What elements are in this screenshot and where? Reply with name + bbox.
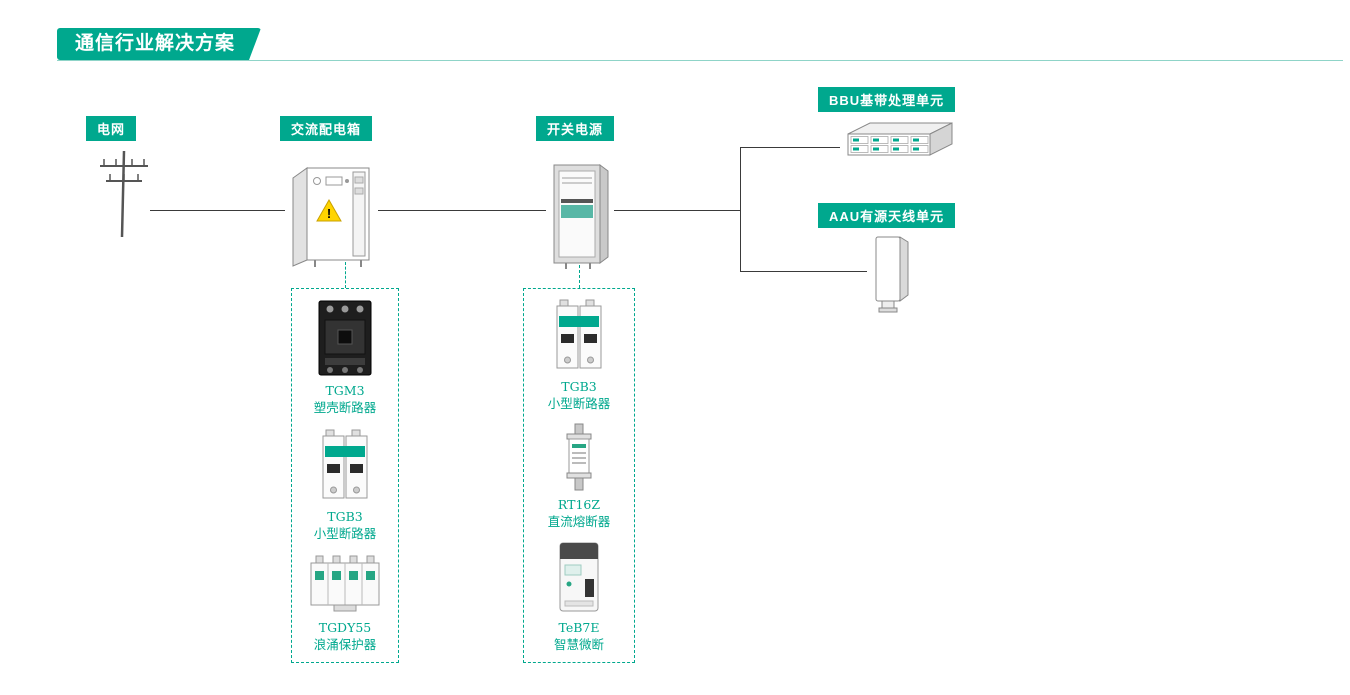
branch-vertical-line xyxy=(740,147,741,272)
node-label-grid: 电网 xyxy=(86,116,137,141)
title-underline xyxy=(57,60,1343,61)
tgb3-mcb-image xyxy=(556,299,602,369)
rt16z-fuse-image xyxy=(566,423,592,491)
connector-power-to-branch xyxy=(614,210,741,211)
product-model: TGDY55 xyxy=(318,620,372,636)
connector-branch-to-bbu xyxy=(740,147,840,148)
product-panel-switching-power: TGB3 小型断路器 RT16Z 直流熔断器 xyxy=(523,288,635,663)
product-item-tgdy55: TGDY55 浪涌保护器 xyxy=(308,553,382,654)
product-model: TGM3 xyxy=(325,383,365,398)
tgm3-mccb-image xyxy=(318,300,372,376)
switching-power-cabinet-icon xyxy=(553,164,609,269)
dashed-connector-power xyxy=(579,265,580,288)
product-name: 直流熔断器 xyxy=(547,513,611,529)
product-item-teb7e: TeB7E 智慧微断 xyxy=(553,539,605,654)
product-name: 浪涌保护器 xyxy=(313,637,377,653)
product-model: TGB3 xyxy=(561,379,597,394)
product-item-tgb3-dc: TGB3 小型断路器 xyxy=(547,298,611,413)
product-name: 小型断路器 xyxy=(547,395,611,411)
product-model: TGB3 xyxy=(327,508,363,524)
product-model: RT16Z xyxy=(557,496,601,512)
node-label-switching-power: 开关电源 xyxy=(536,116,615,141)
product-name: 智慧微断 xyxy=(553,637,604,653)
connector-branch-to-aau xyxy=(740,271,867,272)
product-name: 小型断路器 xyxy=(313,525,377,541)
product-item-tgb3: TGB3 小型断路器 xyxy=(313,428,377,543)
dashed-connector-distribution xyxy=(345,262,346,288)
tgb3-mcb-image xyxy=(322,429,368,499)
aau-antenna-icon xyxy=(875,236,909,313)
product-item-tgm3: TGM3 塑壳断路器 xyxy=(313,298,377,417)
bbu-rack-icon xyxy=(847,122,953,156)
product-model: TeB7E xyxy=(558,620,600,636)
node-label-bbu: BBU基带处理单元 xyxy=(818,87,956,112)
product-panel-distribution: TGM3 塑壳断路器 TGB3 小型断路器 xyxy=(291,288,399,663)
node-label-distribution-box: 交流配电箱 xyxy=(280,116,373,141)
teb7e-smart-breaker-image xyxy=(559,542,599,612)
power-pole-icon xyxy=(100,150,148,238)
page-title: 通信行业解决方案 xyxy=(57,28,261,60)
distribution-cabinet-icon: ! xyxy=(292,167,370,267)
svg-text:!: ! xyxy=(327,206,331,221)
connector-distribution-to-power xyxy=(378,210,546,211)
connector-grid-to-distribution xyxy=(150,210,285,211)
product-name: 塑壳断路器 xyxy=(313,399,377,415)
tgdy55-spd-image xyxy=(310,555,380,612)
product-item-rt16z: RT16Z 直流熔断器 xyxy=(547,422,611,531)
node-label-aau: AAU有源天线单元 xyxy=(818,203,956,228)
